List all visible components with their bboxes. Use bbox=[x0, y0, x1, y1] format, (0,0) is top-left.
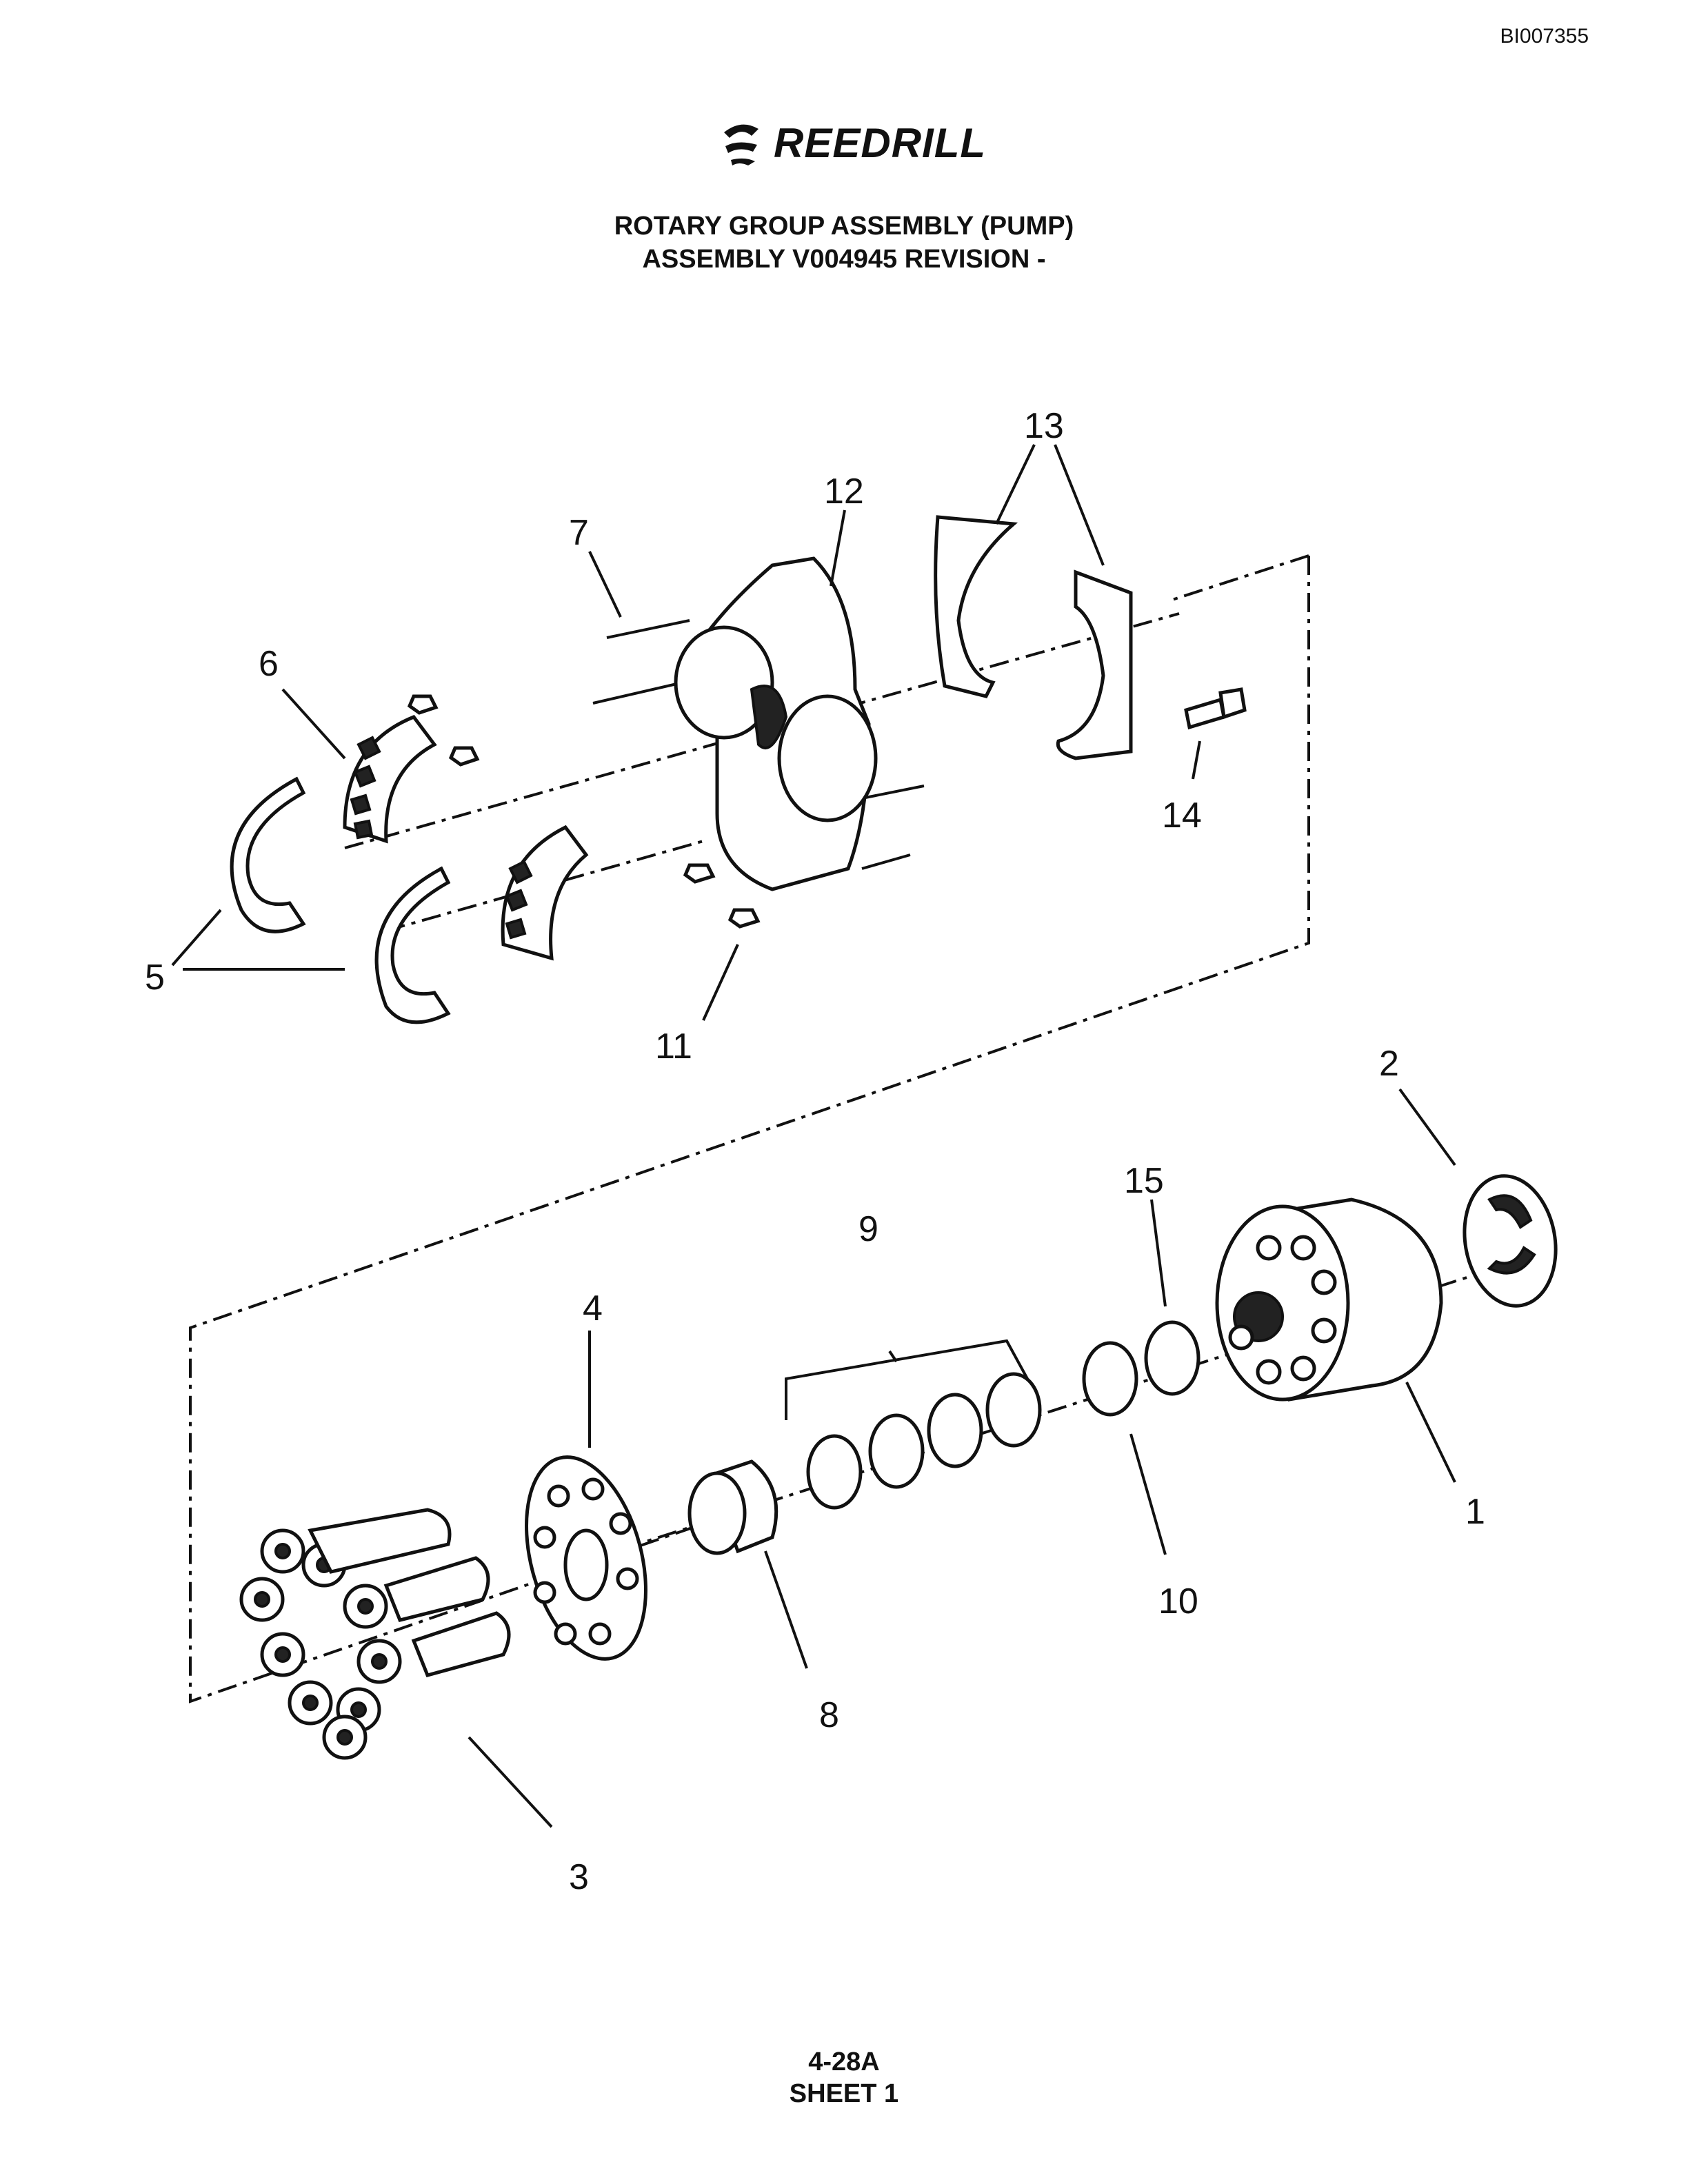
part-5-bearing-shells bbox=[230, 776, 451, 1024]
company-logo: REEDRILL bbox=[717, 119, 986, 167]
part-9-shims bbox=[806, 1372, 1042, 1510]
part-11-nuts bbox=[407, 694, 761, 929]
part-12-swash-plate bbox=[674, 556, 878, 891]
callout-14: 14 bbox=[1162, 796, 1202, 836]
part-15-ring bbox=[1144, 1320, 1200, 1396]
page-number: 4-28A bbox=[808, 2048, 880, 2076]
callout-6: 6 bbox=[259, 644, 279, 684]
assembly-outline bbox=[189, 554, 1310, 1703]
part-2-valve-plate bbox=[1463, 1174, 1558, 1308]
reedrill-swirl-icon bbox=[724, 124, 758, 165]
callout-12: 12 bbox=[824, 472, 864, 512]
callout-9: 9 bbox=[858, 1209, 878, 1249]
callout-13: 13 bbox=[1024, 406, 1064, 446]
document-id: BI007355 bbox=[1500, 25, 1589, 48]
page-title: ROTARY GROUP ASSEMBLY (PUMP) bbox=[614, 212, 1074, 241]
callout-15: 15 bbox=[1124, 1161, 1164, 1201]
callout-1: 1 bbox=[1465, 1492, 1485, 1532]
callout-5: 5 bbox=[145, 958, 165, 998]
callout-10: 10 bbox=[1158, 1581, 1198, 1621]
part-1-cylinder-block bbox=[1215, 1197, 1443, 1402]
part-6-roller-cage bbox=[343, 714, 589, 961]
callout-11: 11 bbox=[655, 1027, 692, 1066]
part-10-ring bbox=[1082, 1341, 1138, 1417]
part-4-retainer-plate bbox=[525, 1455, 647, 1661]
upper-axis-line bbox=[344, 612, 1180, 849]
logo-text: REEDRILL bbox=[774, 119, 986, 166]
part-7-pins bbox=[592, 619, 925, 870]
part-8-ball-guide bbox=[687, 1459, 778, 1555]
callout-2: 2 bbox=[1379, 1044, 1399, 1084]
leader-lines bbox=[171, 444, 1456, 1828]
callout-3: 3 bbox=[569, 1857, 589, 1897]
page-subtitle: ASSEMBLY V004945 REVISION - bbox=[642, 245, 1046, 274]
part-13-bearing-caps bbox=[934, 515, 1133, 760]
callout-8: 8 bbox=[819, 1695, 839, 1735]
sheet-number: SHEET 1 bbox=[789, 2079, 899, 2108]
callout-7: 7 bbox=[569, 513, 589, 553]
callout-4: 4 bbox=[583, 1288, 603, 1328]
part-3-pistons bbox=[239, 1508, 511, 1760]
part-14-screw bbox=[1184, 687, 1247, 730]
